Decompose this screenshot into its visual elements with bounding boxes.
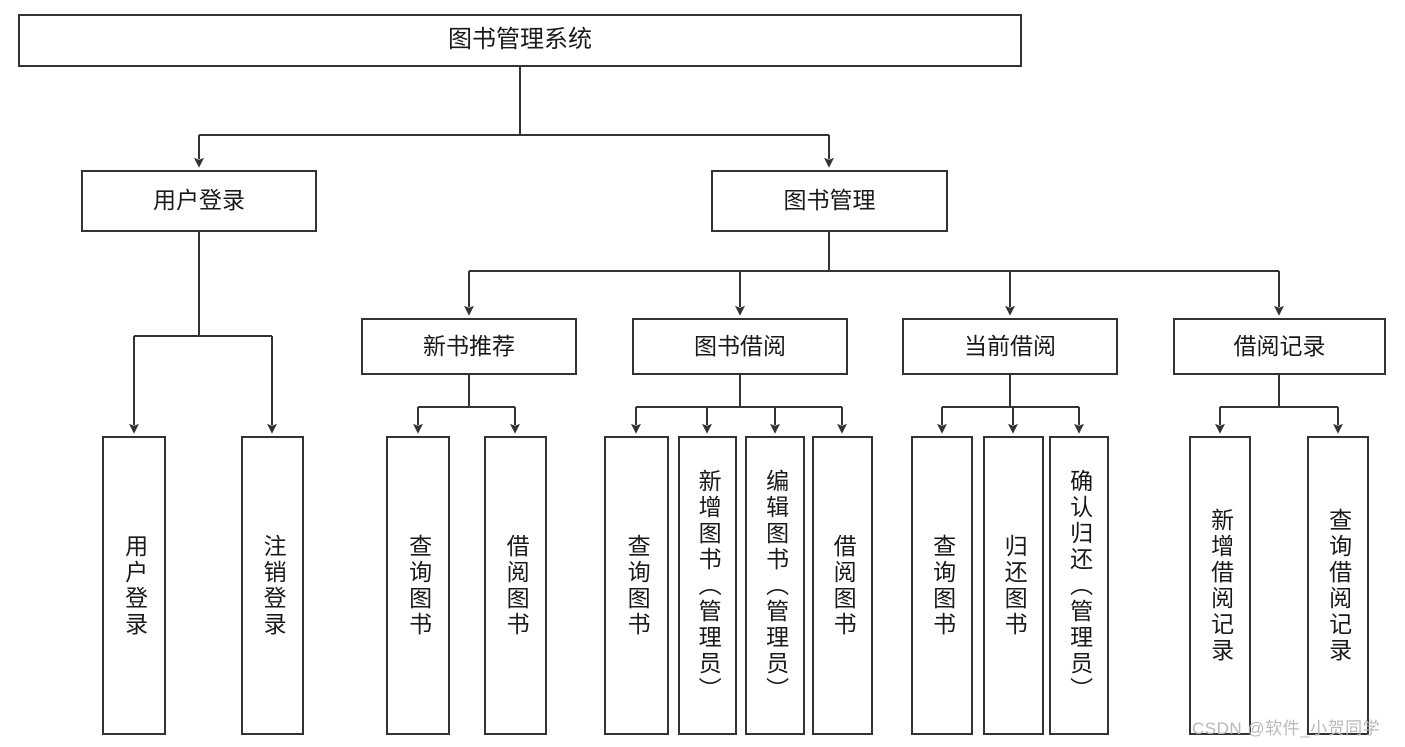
node-leaf-query-book-1[interactable]: 查询图书	[386, 436, 450, 735]
node-label: 确认归还（管理员）	[1066, 468, 1093, 703]
node-leaf-add-book[interactable]: 新增图书（管理员）	[678, 436, 737, 735]
node-leaf-user-login[interactable]: 用户登录	[102, 436, 166, 735]
node-bookmgmt[interactable]: 图书管理	[711, 170, 948, 232]
node-label: 查询图书	[929, 533, 956, 638]
node-label: 编辑图书（管理员）	[762, 468, 789, 703]
node-leaf-query-book-3[interactable]: 查询图书	[911, 436, 973, 735]
node-records[interactable]: 借阅记录	[1173, 318, 1386, 375]
node-label: 借阅记录	[1233, 332, 1326, 359]
node-leaf-add-record[interactable]: 新增借阅记录	[1189, 436, 1251, 735]
node-label: 查询图书	[624, 533, 651, 638]
node-label: 注销登录	[260, 533, 287, 638]
node-label: 新增借阅记录	[1207, 507, 1234, 664]
node-label: 新书推荐	[423, 332, 515, 359]
node-leaf-edit-book[interactable]: 编辑图书（管理员）	[745, 436, 805, 735]
node-leaf-return-book[interactable]: 归还图书	[983, 436, 1044, 735]
node-label: 图书管理系统	[448, 26, 592, 54]
node-root[interactable]: 图书管理系统	[18, 14, 1022, 67]
node-leaf-query-book-2[interactable]: 查询图书	[604, 436, 669, 735]
node-leaf-query-record[interactable]: 查询借阅记录	[1307, 436, 1369, 735]
node-leaf-logout[interactable]: 注销登录	[241, 436, 304, 735]
watermark-text: CSDN @软件_小贺同学	[1192, 719, 1381, 738]
node-label: 借阅图书	[830, 533, 857, 638]
node-label: 图书借阅	[694, 332, 786, 359]
node-borrow[interactable]: 图书借阅	[632, 318, 848, 375]
node-leaf-confirm-return[interactable]: 确认归还（管理员）	[1049, 436, 1109, 735]
node-label: 用户登录	[121, 533, 148, 638]
node-leaf-borrow-book-2[interactable]: 借阅图书	[812, 436, 873, 735]
node-label: 新增图书（管理员）	[695, 468, 722, 703]
node-label: 当前借阅	[964, 332, 1056, 359]
node-current[interactable]: 当前借阅	[902, 318, 1118, 375]
node-label: 查询图书	[405, 533, 432, 638]
node-leaf-borrow-book-1[interactable]: 借阅图书	[484, 436, 547, 735]
node-label: 图书管理	[783, 187, 876, 214]
node-label: 归还图书	[1001, 533, 1028, 638]
node-newbook[interactable]: 新书推荐	[361, 318, 577, 375]
node-login[interactable]: 用户登录	[81, 170, 317, 232]
node-label: 借阅图书	[503, 533, 530, 638]
node-label: 查询借阅记录	[1325, 507, 1352, 664]
node-label: 用户登录	[153, 187, 245, 214]
